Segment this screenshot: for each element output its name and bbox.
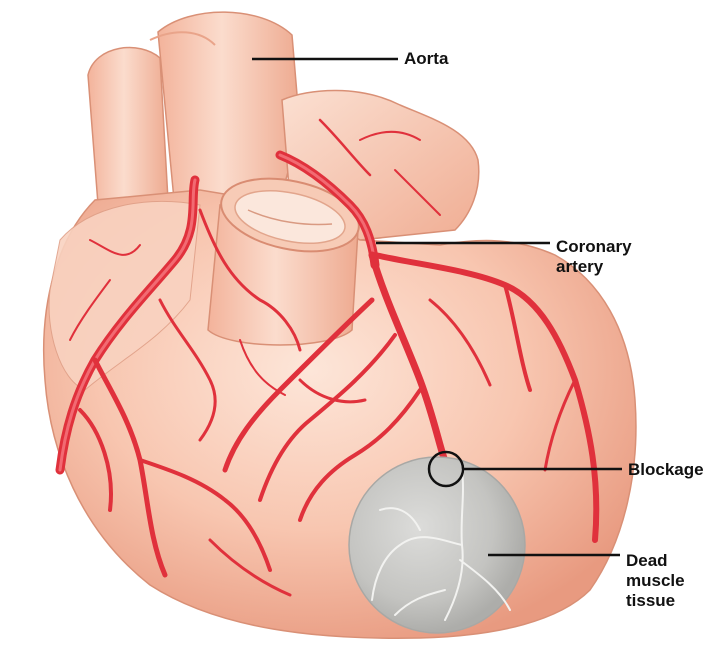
blockage-label: Blockage (628, 460, 704, 480)
coronary-artery-label-line-2: artery (556, 257, 632, 277)
dead-muscle-tissue-label: Dead muscle tissue (626, 551, 685, 611)
aorta-label: Aorta (404, 49, 448, 69)
dead-muscle-tissue-label-line-3: tissue (626, 591, 685, 611)
coronary-artery-label: Coronary artery (556, 237, 632, 277)
coronary-artery-label-line-1: Coronary (556, 237, 632, 257)
dead-muscle-tissue-label-line-1: Dead (626, 551, 685, 571)
dead-muscle-tissue-label-line-2: muscle (626, 571, 685, 591)
